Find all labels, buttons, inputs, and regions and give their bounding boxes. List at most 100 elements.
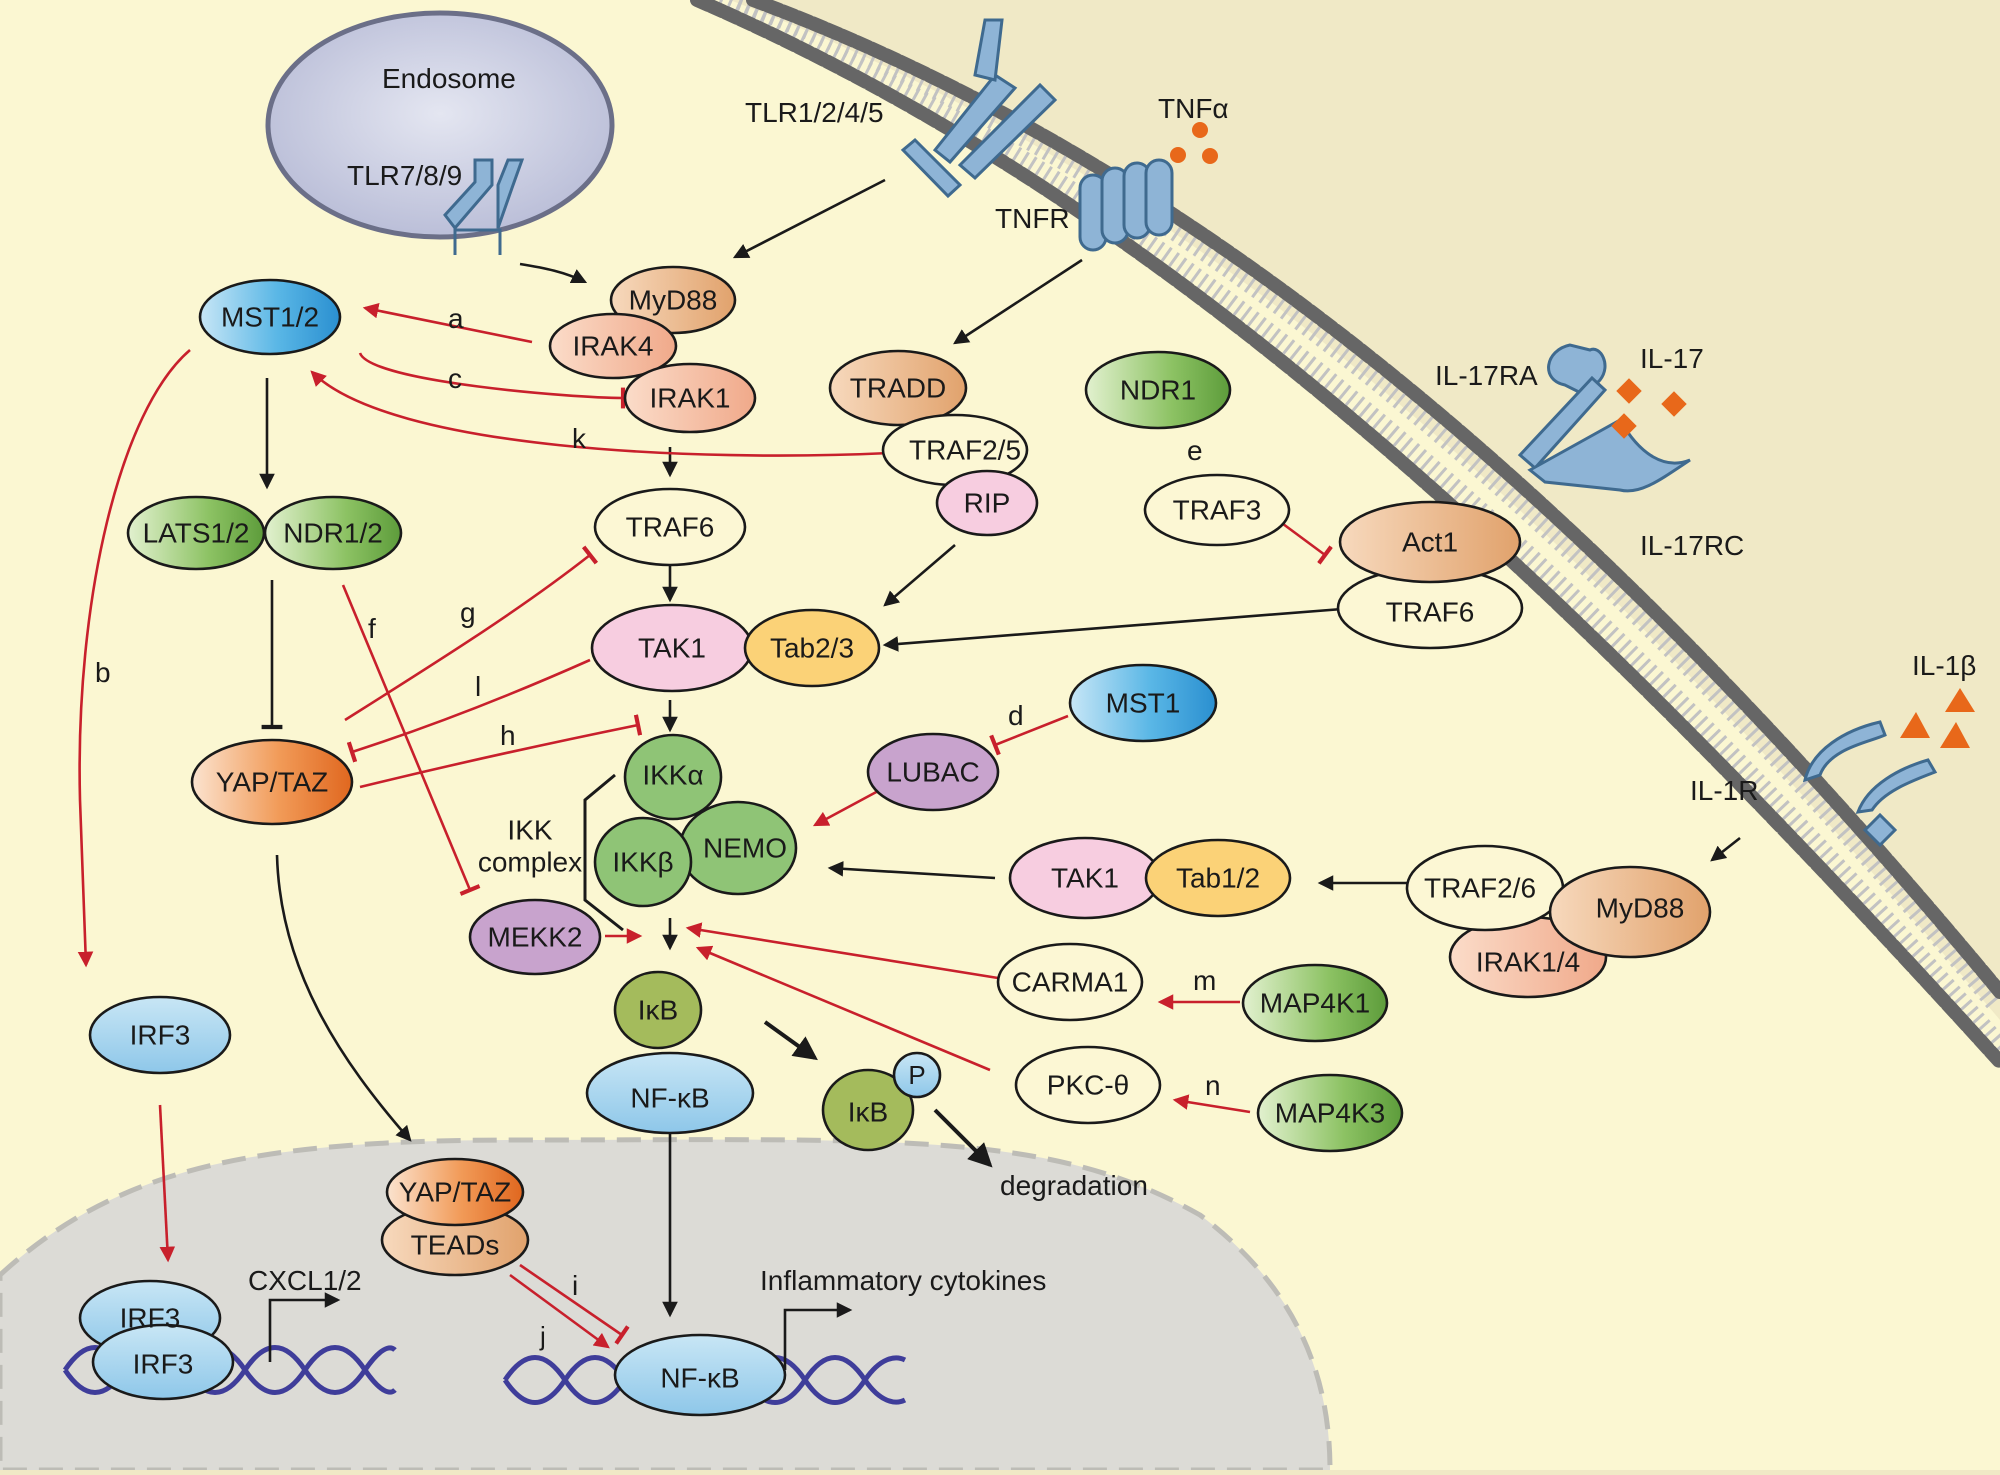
cxcl-label: CXCL1/2 [248, 1265, 362, 1296]
tlr-endosomal-receptor [443, 158, 525, 255]
tnfa-label: TNFα [1158, 93, 1229, 124]
yaptaz-label: YAP/TAZ [216, 767, 329, 798]
endosome [265, 10, 615, 240]
myd88-top-label: MyD88 [629, 285, 718, 316]
edge-rip-tab23 [883, 544, 956, 607]
edge-d [989, 714, 1069, 756]
edge-irf3-nucleus [158, 1104, 176, 1263]
edge-j [509, 1273, 610, 1349]
edge-f [341, 584, 481, 896]
traf6-mid-label: TRAF6 [626, 512, 715, 543]
edge-label-e: e [1187, 435, 1203, 466]
nodes [88, 265, 1712, 1277]
il1r-label: IL-1R [1690, 775, 1758, 806]
traf6-mid [593, 487, 747, 567]
nfkb-cyto-label: NF-κB [630, 1083, 709, 1114]
mst1 [1068, 663, 1218, 743]
myd88-right [1548, 865, 1712, 959]
phosphate [892, 1051, 942, 1099]
edge-label-h: h [500, 720, 516, 751]
edge-pkc-ikk [695, 945, 991, 1072]
ikb-phos-label: IκB [848, 1097, 888, 1128]
cytokines-label: Inflammatory cytokines [760, 1265, 1046, 1296]
tradd [828, 349, 968, 427]
tab23-label: Tab2/3 [770, 633, 854, 664]
ikkb [593, 816, 693, 908]
irak4-label: IRAK4 [573, 331, 654, 362]
map4k1 [1241, 963, 1389, 1043]
ikkb-label: IKKβ [612, 847, 673, 878]
traf6-right-label: TRAF6 [1386, 597, 1475, 628]
edge-i [519, 1263, 630, 1345]
ndr1-label: NDR1 [1120, 375, 1196, 406]
tlr789-label: TLR7/8/9 [347, 160, 462, 191]
edge-label-d: d [1008, 700, 1024, 731]
yaptaz [190, 738, 354, 826]
mst1-label: MST1 [1106, 688, 1181, 719]
edge-label-g: g [460, 597, 476, 628]
ikk-complex-bracket [583, 773, 624, 932]
traf3 [1143, 473, 1291, 547]
mst12 [198, 278, 342, 356]
cytokine-transcription-arrow [783, 1302, 853, 1370]
edge-label-j: j [539, 1321, 546, 1351]
nfkb-nuc-label: NF-κB [660, 1363, 739, 1394]
il1b-ligands [1900, 688, 1975, 748]
tab12 [1144, 838, 1292, 918]
edge-lubac-ikk [812, 788, 881, 827]
edge-label-c: c [448, 363, 462, 394]
mst12-label: MST1/2 [221, 302, 319, 333]
tab23 [743, 608, 881, 688]
edge-b [77, 349, 191, 968]
yaptaz-nuc [385, 1157, 525, 1227]
ikka-label: IKKα [642, 760, 703, 791]
mekk2-label: MEKK2 [488, 922, 583, 953]
tradd-label: TRADD [850, 373, 946, 404]
il1b-label: IL-1β [1912, 650, 1976, 681]
edge-label-m: m [1193, 965, 1216, 996]
tnfr-receptor [1078, 158, 1174, 252]
edge-il1r-myd88 [1710, 836, 1741, 862]
nuclear-factors [78, 1279, 787, 1417]
edge-k [310, 370, 891, 457]
nfkb-cyto [585, 1051, 755, 1135]
edge-label-f: f [368, 613, 376, 644]
ikb [613, 970, 703, 1050]
edge-yaptaz-nucleus [275, 854, 412, 1142]
edge-label-a: a [448, 303, 464, 334]
il17-receptor [1517, 343, 1691, 493]
myd88-right-label: MyD88 [1596, 893, 1685, 924]
edge-phos-degradation [933, 1108, 993, 1168]
phosphate-label: P [908, 1060, 925, 1090]
lubac-label: LUBAC [886, 757, 979, 788]
yaptaz-nuc-label: YAP/TAZ [399, 1177, 512, 1208]
irf3-label: IRF3 [130, 1020, 191, 1051]
ndr1 [1084, 350, 1232, 430]
irf3-nuc-a-label: IRF3 [120, 1303, 181, 1334]
irak14-label: IRAK1/4 [1476, 947, 1580, 978]
edge-carma1-ikk [685, 922, 999, 980]
carma1-label: CARMA1 [1012, 967, 1129, 998]
edge-traf6-tab23 [882, 606, 1356, 652]
tlr-surface-receptor [900, 18, 1058, 199]
mekk2 [468, 898, 602, 976]
tlr1245-label: TLR1/2/4/5 [745, 97, 884, 128]
cell-membrane [690, 0, 2000, 1069]
carma1 [996, 942, 1144, 1022]
traf26-label: TRAF2/6 [1424, 873, 1536, 904]
irf3-nuc-b-label: IRF3 [133, 1349, 194, 1380]
edge-l [346, 658, 591, 763]
edge-label-i: i [572, 1270, 578, 1301]
tak1-mid-label: TAK1 [638, 633, 706, 664]
map4k1-label: MAP4K1 [1260, 988, 1371, 1019]
endosome-label: Endosome [382, 63, 516, 94]
ndr12-label: NDR1/2 [283, 518, 383, 549]
edge-tlr-myd88 [732, 178, 886, 259]
tnfr-label: TNFR [995, 203, 1070, 234]
teads-label: TEADs [411, 1230, 500, 1261]
edge-label-l: l [475, 671, 481, 702]
pkc-theta-label: PKC-θ [1047, 1070, 1129, 1101]
ikk-complex-label-2: complex [478, 847, 582, 878]
edge-g [344, 545, 599, 722]
tak1-low-label: TAK1 [1051, 863, 1119, 894]
